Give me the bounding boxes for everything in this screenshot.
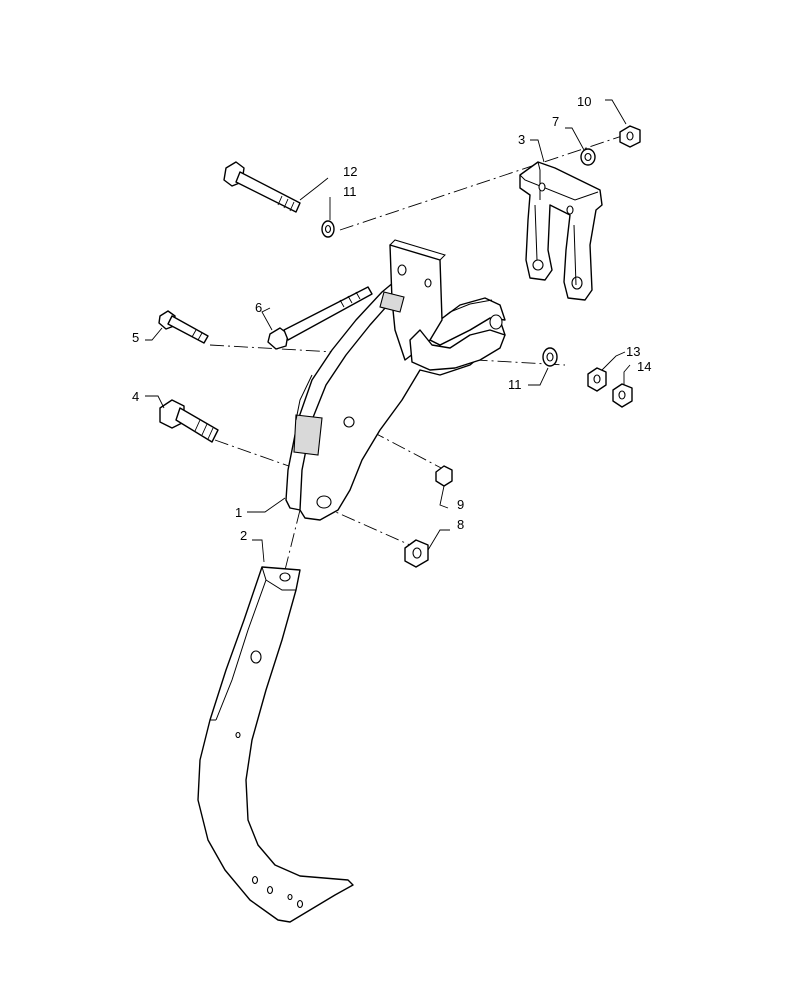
callout-12: 12 — [343, 164, 357, 179]
callout-10: 10 — [577, 94, 591, 109]
callout-4: 4 — [132, 389, 139, 404]
callout-14: 14 — [637, 359, 651, 374]
bolt-12 — [223, 161, 301, 213]
bolt-6 — [267, 286, 373, 350]
callout-11-top: 11 — [343, 184, 357, 199]
callout-5: 5 — [132, 330, 139, 345]
callout-13: 13 — [626, 344, 640, 359]
washer-11-right — [542, 347, 558, 367]
nut-13 — [587, 367, 607, 392]
callout-1: 1 — [235, 505, 242, 520]
callout-3: 3 — [518, 132, 525, 147]
callout-8: 8 — [457, 517, 464, 532]
nut-14 — [612, 383, 633, 408]
shank-part — [197, 566, 354, 923]
bolt-4 — [159, 399, 219, 443]
washer-11-top — [321, 220, 335, 238]
nut-8 — [404, 539, 429, 568]
callout-leaders — [145, 99, 631, 563]
callout-6: 6 — [255, 300, 262, 315]
callout-11-right: 11 — [508, 377, 522, 392]
nut-9 — [435, 465, 453, 487]
shank-holder-part — [285, 239, 506, 521]
bolt-5 — [158, 310, 209, 344]
clevis-bracket-part — [519, 161, 603, 301]
callout-9: 9 — [457, 497, 464, 512]
nut-10 — [619, 125, 641, 148]
callout-7: 7 — [552, 114, 559, 129]
callout-2: 2 — [240, 528, 247, 543]
callout-labels: 1 2 3 4 5 6 7 8 9 10 11 11 12 13 14 — [132, 94, 651, 543]
washer-7 — [580, 148, 596, 166]
